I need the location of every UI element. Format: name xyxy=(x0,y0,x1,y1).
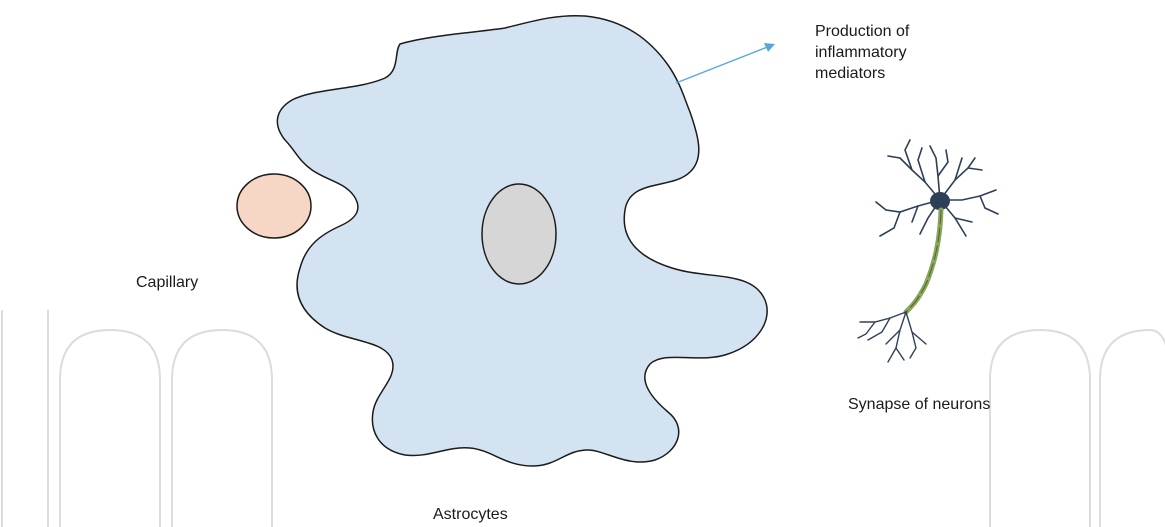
watermark xyxy=(1,310,1165,527)
synapse-label: Synapse of neurons xyxy=(848,396,991,413)
capillary-label: Capillary xyxy=(136,274,199,291)
astrocytes-label: Astrocytes xyxy=(433,506,508,523)
arrow-icon xyxy=(675,43,775,84)
capillary-shape xyxy=(236,173,312,239)
production-label: Production of inflammatory mediators xyxy=(815,23,910,82)
nucleus-shape xyxy=(481,183,557,285)
neuron-icon xyxy=(857,139,999,363)
